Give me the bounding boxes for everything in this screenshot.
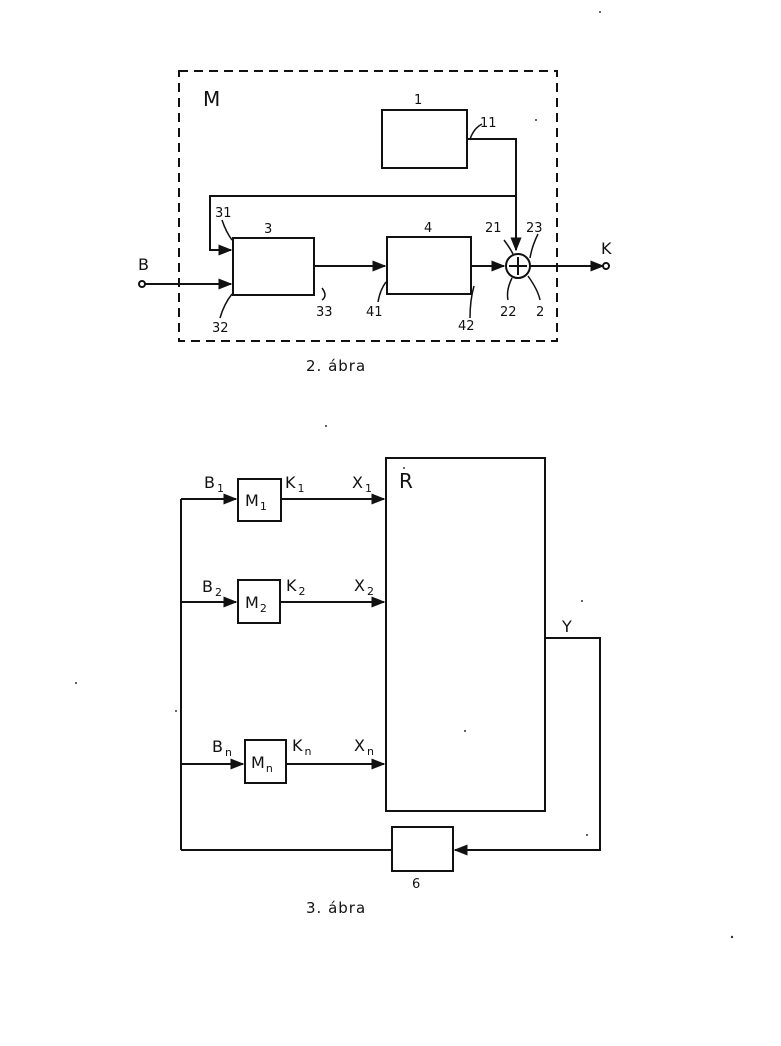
leader-23 bbox=[529, 233, 539, 259]
label-22: 22 bbox=[500, 305, 517, 320]
label-4: 4 bbox=[424, 221, 432, 236]
figure-3 bbox=[180, 457, 601, 872]
leader-32 bbox=[219, 293, 233, 319]
label-3: 3 bbox=[264, 222, 272, 237]
leader-42 bbox=[469, 285, 475, 319]
leader-22 bbox=[506, 277, 513, 301]
label-M: M bbox=[203, 87, 220, 111]
label-R: R bbox=[399, 469, 413, 493]
block-1 bbox=[381, 109, 468, 169]
label-11: 11 bbox=[480, 116, 497, 131]
caption-figure-3: 3. ábra bbox=[306, 899, 366, 917]
label-41: 41 bbox=[366, 305, 383, 320]
scan-specks bbox=[75, 11, 734, 939]
block-4 bbox=[386, 236, 472, 295]
module-boundary-dashed bbox=[178, 70, 558, 342]
leader-21 bbox=[503, 239, 514, 255]
wire-1-to-summer bbox=[467, 138, 522, 252]
output-terminal-K bbox=[602, 262, 610, 270]
label-M1: M1 bbox=[245, 491, 267, 513]
label-31: 31 bbox=[215, 206, 232, 221]
label-1: 1 bbox=[414, 93, 422, 108]
input-terminal-B bbox=[138, 280, 146, 288]
figure-2 bbox=[138, 70, 610, 342]
label-21: 21 bbox=[485, 221, 502, 236]
label-B: B bbox=[138, 255, 149, 274]
wire-feedback-31 bbox=[209, 195, 516, 256]
label-M2: M2 bbox=[245, 593, 267, 615]
label-K: K bbox=[601, 239, 612, 258]
block-R bbox=[385, 457, 546, 812]
label-Mn: Mn bbox=[251, 753, 273, 775]
figure-2-labels: M 1 11 3 31 4 B K 32 33 41 42 21 23 22 2… bbox=[138, 87, 612, 375]
label-33: 33 bbox=[316, 305, 333, 320]
caption-figure-2: 2. ábra bbox=[306, 357, 366, 375]
label-42: 42 bbox=[458, 319, 475, 334]
module-Mn bbox=[244, 739, 287, 784]
label-2: 2 bbox=[536, 305, 544, 320]
label-Y: Y bbox=[561, 617, 572, 636]
leader-33 bbox=[321, 287, 326, 301]
leader-2 bbox=[527, 275, 541, 301]
leader-31 bbox=[221, 219, 233, 241]
block-6 bbox=[391, 826, 454, 872]
leader-41 bbox=[377, 281, 387, 303]
leader-11 bbox=[469, 123, 483, 140]
label-32: 32 bbox=[212, 321, 229, 336]
label-6: 6 bbox=[412, 877, 420, 892]
label-23: 23 bbox=[526, 221, 543, 236]
block-3 bbox=[232, 237, 315, 296]
wire-Y-loop bbox=[453, 637, 601, 856]
